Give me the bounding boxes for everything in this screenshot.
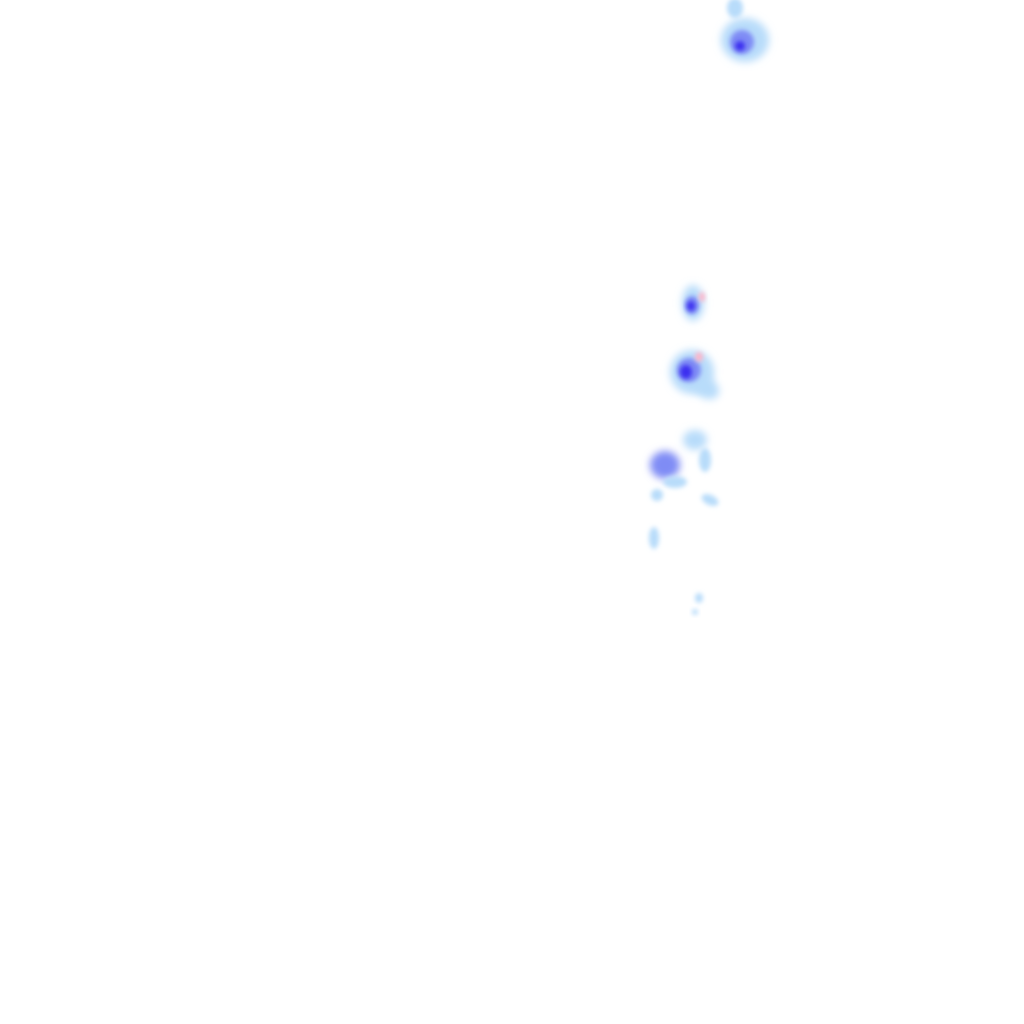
precip-light — [701, 494, 719, 506]
precip-light — [651, 489, 663, 501]
precip-light — [699, 448, 711, 472]
precip-light — [649, 527, 659, 549]
precip-heavy — [680, 365, 692, 379]
precip-light — [692, 609, 698, 615]
precip-light — [683, 430, 707, 450]
precip-heavy — [687, 301, 695, 311]
precip-light — [727, 0, 743, 18]
precip-light — [692, 376, 720, 400]
precip-light — [663, 476, 687, 488]
precip-extreme — [699, 292, 705, 302]
precip-light — [695, 593, 703, 603]
precip-extreme — [695, 352, 703, 362]
precip-moderate — [650, 451, 680, 479]
precip-heavy — [735, 41, 745, 51]
